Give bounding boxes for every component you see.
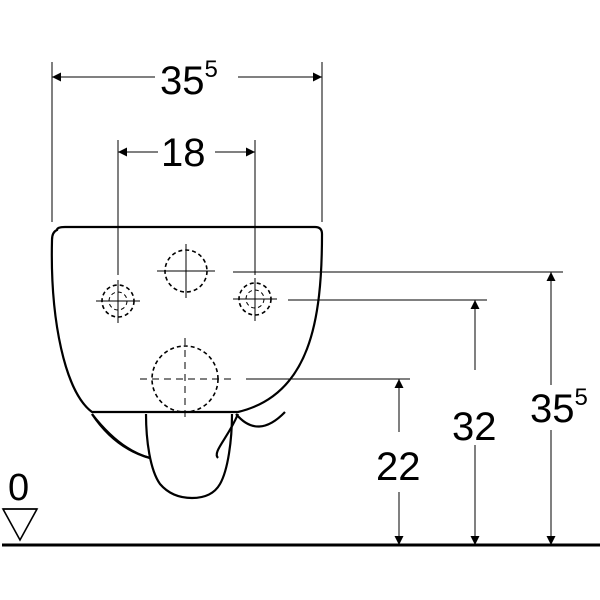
zero-level-marker: 0 <box>1 467 39 542</box>
outlet-symbol <box>140 338 235 420</box>
zero-label: 0 <box>8 467 29 509</box>
outlet-height-dimension: 22 <box>376 379 421 545</box>
outlet-height-label: 22 <box>376 445 421 489</box>
right-bolt-symbol <box>233 278 277 321</box>
overall-height-dimension: 355 <box>530 272 588 545</box>
width-dimension: 355 <box>52 56 322 103</box>
bolt-spacing-label: 18 <box>161 131 206 175</box>
bolt-spacing-dimension: 18 <box>118 131 255 175</box>
inlet-height-dimension: 32 <box>452 300 497 545</box>
width-label: 355 <box>160 56 218 103</box>
overall-height-label: 355 <box>530 384 588 431</box>
inlet-height-label: 32 <box>452 405 497 449</box>
extension-lines <box>51 62 563 380</box>
center-inlet-symbol <box>157 244 215 298</box>
left-bolt-symbol <box>96 280 140 323</box>
toilet-outline <box>50 225 324 500</box>
